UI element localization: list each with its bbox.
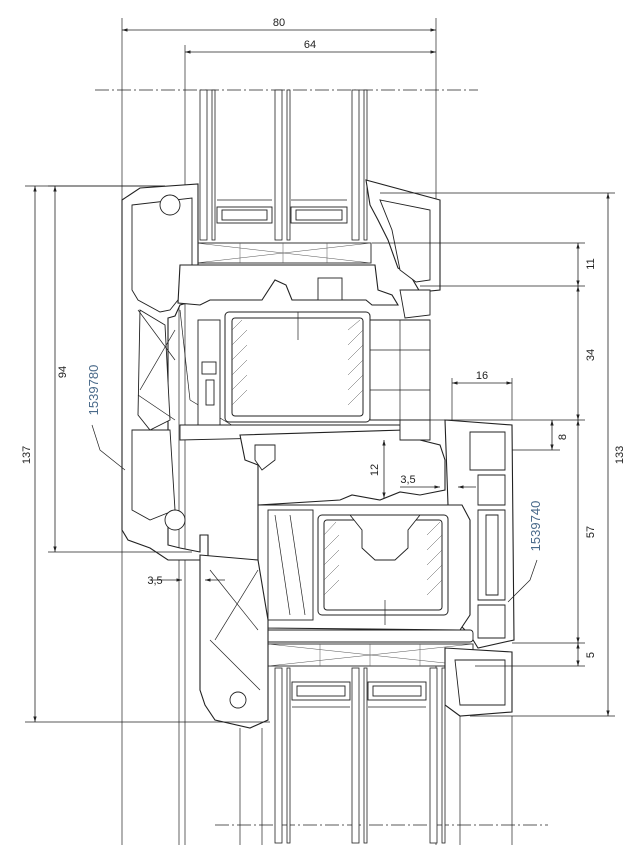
dim-3-5-low-label: 3,5	[147, 575, 162, 587]
dim-57-label: 57	[585, 526, 597, 538]
lower-glazing	[239, 667, 513, 845]
dim-11-label: 11	[585, 258, 597, 269]
bottom-setting-block	[257, 629, 474, 667]
dim-34-label: 34	[585, 349, 597, 361]
dim-16-label: 16	[476, 370, 488, 382]
dimension-34: 34	[430, 286, 597, 421]
dimension-5: 5	[475, 643, 597, 667]
middle-connector	[239, 419, 446, 506]
top-setting-block	[195, 242, 372, 264]
lower-frame-profile	[199, 554, 513, 729]
sash-code-label: 1539740	[507, 501, 543, 603]
dimension-16: 16	[451, 370, 513, 420]
upper-sash-profile	[177, 179, 441, 421]
frame-profile	[121, 183, 241, 561]
upper-glazing	[199, 89, 368, 241]
dimension-57: 57	[512, 420, 597, 644]
dimension-8: 8	[512, 420, 569, 451]
dimension-3-5-mid: 3,5	[400, 474, 476, 489]
sash-profile-code: 1539740	[528, 501, 543, 552]
dimension-133: 133	[380, 192, 626, 717]
dim-5-label: 5	[585, 652, 597, 658]
dim-3-5-mid-label: 3,5	[400, 474, 415, 486]
centre-lines	[95, 89, 548, 826]
upper-steel-reinforcement	[224, 311, 371, 423]
dim-8-label: 8	[557, 434, 569, 440]
dim-12-label: 12	[369, 464, 381, 476]
dimension-64: 64	[185, 39, 436, 54]
dim-80-label: 80	[273, 17, 285, 29]
dim-64-label: 64	[304, 39, 316, 51]
frame-profile-code: 1539780	[86, 365, 101, 416]
lower-steel-reinforcement	[257, 504, 471, 631]
dim-133-label: 133	[614, 446, 626, 464]
dimension-94: 94	[48, 185, 192, 553]
dimension-80: 80	[122, 17, 436, 32]
dimension-3-5-low: 3,5	[147, 575, 225, 587]
dimension-11: 11	[372, 242, 597, 287]
dim-94-label: 94	[57, 366, 69, 378]
dim-137-label: 137	[21, 446, 33, 464]
frame-code-label: 1539780	[86, 365, 126, 471]
dimension-12: 12	[369, 440, 386, 498]
